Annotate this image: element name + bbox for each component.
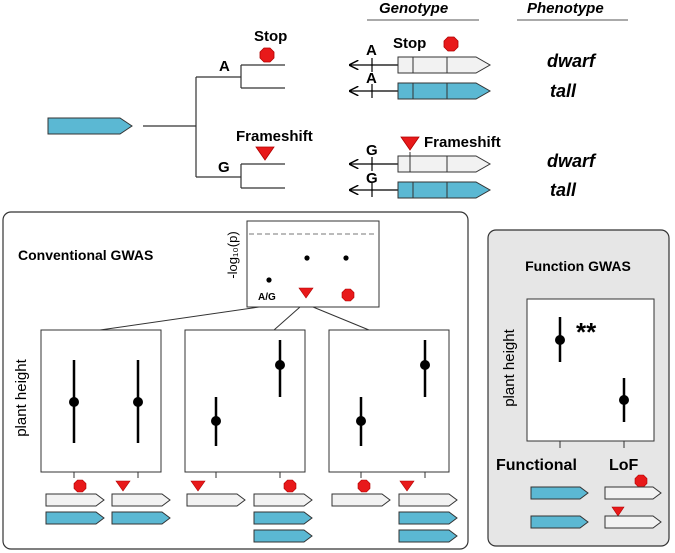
stop-octagon-icon (73, 479, 87, 493)
stop-label: Stop (254, 28, 287, 45)
stop-octagon-icon (259, 47, 275, 63)
stop-octagon-icon (634, 474, 648, 488)
mean-point (69, 397, 79, 407)
frameshift-triangle-icon (298, 287, 314, 299)
functional-gene-icon (530, 515, 589, 529)
nonfunctional-gene-icon (397, 155, 492, 173)
phenotype-dwarf-2: dwarf (547, 151, 597, 171)
mean-point (133, 397, 143, 407)
function-gwas-y-axis-label: plant height (501, 328, 518, 406)
stop-octagon-icon (357, 479, 371, 493)
row-stop-label: Stop (393, 35, 426, 52)
genotype-panel: Genotype Phenotype A Stop A G F (350, 0, 628, 200)
frameshift-triangle-icon (611, 506, 625, 517)
frameshift-triangle-icon (190, 480, 206, 492)
functional-gene-icon (530, 486, 589, 500)
row-allele: G (366, 142, 378, 159)
row-frameshift-label: Frameshift (424, 134, 501, 151)
row-allele: G (366, 170, 378, 187)
frameshift-triangle-icon (255, 146, 275, 161)
manhattan-point-ag (266, 277, 272, 283)
functional-gene-icon (253, 511, 313, 525)
functional-gene-icon (398, 511, 458, 525)
phenotype-dwarf-1: dwarf (547, 51, 597, 71)
stop-octagon-icon (341, 288, 355, 302)
conventional-gwas-panel: Conventional GWAS -log₁₀(p) A/G plant he… (2, 211, 469, 550)
x-label-functional: Functional (496, 457, 577, 474)
phenotype-tall-2: tall (550, 180, 577, 200)
manhattan-y-axis-label: -log₁₀(p) (225, 231, 240, 278)
nonfunctional-gene-icon (604, 486, 662, 500)
nonfunctional-gene-icon (398, 493, 458, 507)
manhattan-point-frameshift (304, 255, 310, 261)
phylogeny: A G Stop Frameshift (47, 28, 313, 189)
conventional-gwas-title: Conventional GWAS (18, 247, 153, 263)
frameshift-triangle-icon (115, 480, 131, 492)
functional-gene-icon (45, 511, 105, 525)
stop-octagon-icon (443, 36, 459, 52)
nonfunctional-gene-icon (397, 56, 492, 74)
mean-point-functional (555, 335, 565, 345)
nonfunctional-gene-icon (186, 493, 246, 507)
function-gwas-panel: Function GWAS plant height ** Functional… (487, 229, 670, 547)
nonfunctional-gene-icon (604, 515, 662, 529)
genotype-row-frameshift: G Frameshift (350, 134, 501, 173)
genotype-row-stop: A Stop (350, 35, 492, 74)
genotype-row-functional: G (350, 170, 492, 199)
subplot-stop (328, 329, 458, 543)
phenotype-header: Phenotype (527, 0, 604, 17)
frameshift-triangle-icon (399, 480, 415, 492)
manhattan-point-stop (343, 255, 349, 261)
subplot-ag (40, 329, 171, 525)
mean-point (275, 360, 285, 370)
nonfunctional-gene-icon (253, 493, 313, 507)
mean-point (420, 360, 430, 370)
genotype-row-functional: A (350, 70, 492, 100)
subplot-frameshift (184, 329, 313, 543)
nonfunctional-gene-icon (111, 493, 171, 507)
mean-point (211, 416, 221, 426)
function-gwas-title: Function GWAS (525, 258, 631, 274)
nonfunctional-gene-icon (45, 493, 105, 507)
functional-gene-icon (397, 181, 492, 199)
genotype-header: Genotype (379, 0, 448, 17)
functional-gene-icon (111, 511, 171, 525)
plant-height-axis-label: plant height (13, 358, 30, 436)
nonfunctional-gene-icon (331, 493, 391, 507)
functional-gene-icon (397, 82, 492, 100)
x-label-lof: LoF (609, 457, 639, 474)
row-allele: A (366, 70, 377, 87)
row-allele: A (366, 42, 377, 59)
manhattan-plot: -log₁₀(p) A/G (225, 220, 380, 308)
significance-marker: ** (576, 317, 597, 347)
manhattan-ag-label: A/G (258, 292, 276, 303)
frameshift-label: Frameshift (236, 128, 313, 145)
phenotype-tall-1: tall (550, 81, 577, 101)
function-gwas-plot (526, 298, 655, 442)
branch-label-G: G (218, 159, 230, 176)
root-gene-icon (47, 117, 133, 135)
frameshift-triangle-icon (400, 136, 420, 151)
functional-gene-icon (398, 529, 458, 543)
mean-point (356, 416, 366, 426)
mean-point-lof (619, 395, 629, 405)
functional-gene-icon (253, 529, 313, 543)
branch-label-A: A (219, 58, 230, 75)
stop-octagon-icon (283, 479, 297, 493)
